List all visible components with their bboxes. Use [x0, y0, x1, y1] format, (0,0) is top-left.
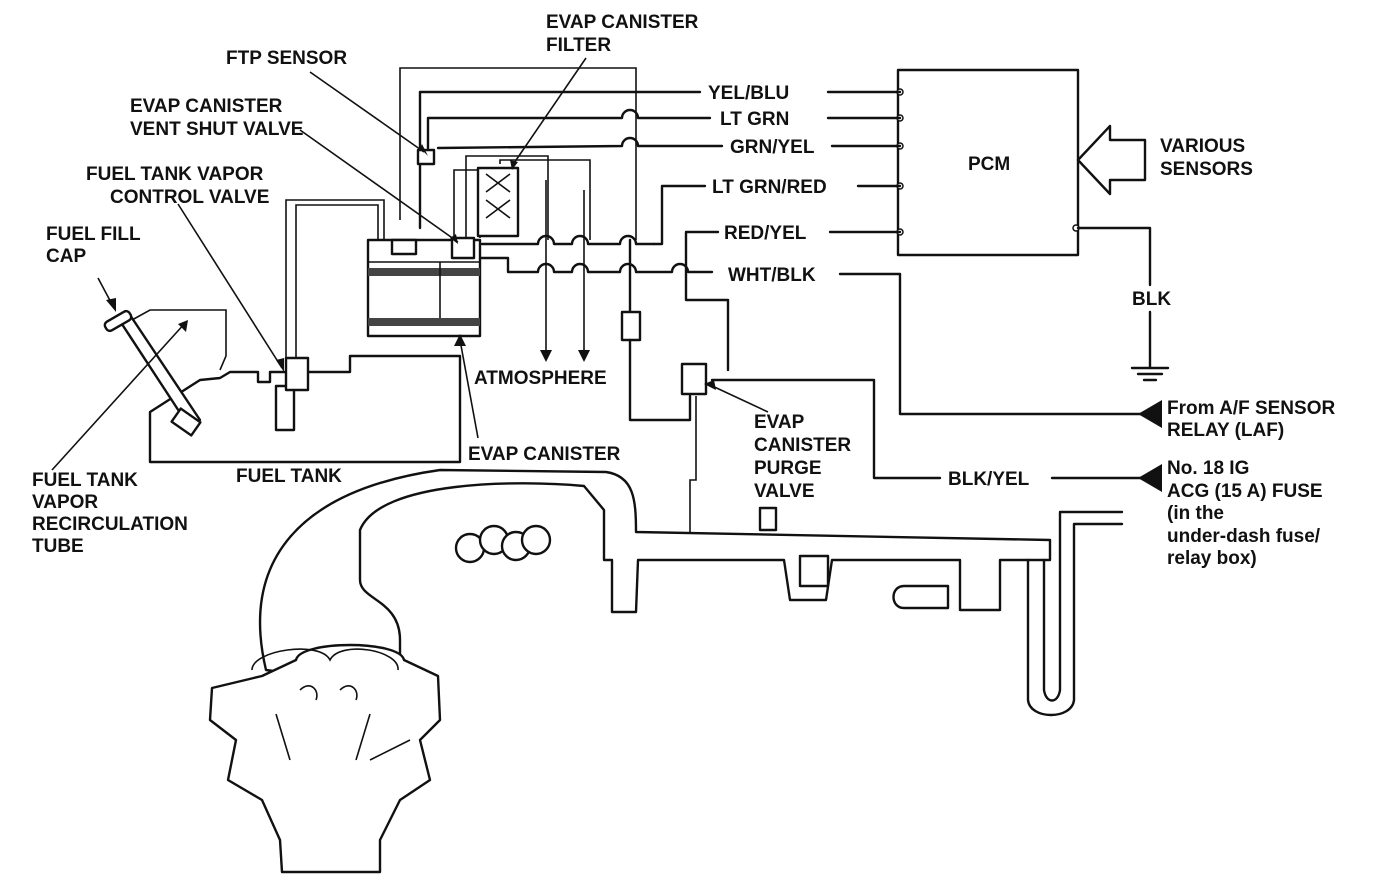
af-relay-label-1: From A/F SENSOR — [1167, 398, 1335, 419]
vapor-control-valve-label-2: CONTROL VALVE — [110, 187, 269, 208]
purge-valve-label-3: PURGE — [754, 458, 822, 479]
fuel-fill-cap-label-2: CAP — [46, 246, 86, 267]
various-sensors-arrow-icon — [1076, 124, 1147, 196]
wire-label-blk-yel: BLK/YEL — [948, 469, 1030, 490]
purge-valve-label-4: VALVE — [754, 481, 815, 502]
blk-wire-label: BLK — [1132, 289, 1171, 310]
canister-filter-icon — [476, 166, 520, 238]
wire-label-red-yel: RED/YEL — [724, 223, 807, 244]
wire-harness — [399, 67, 1142, 535]
af-relay-label-2: RELAY (LAF) — [1167, 420, 1284, 441]
vapor-control-valve-label-1: FUEL TANK VAPOR — [86, 164, 264, 185]
purge-valve-label-2: CANISTER — [754, 435, 851, 456]
fuel-tank-label: FUEL TANK — [236, 466, 342, 487]
wire-label-yel-blu: YEL/BLU — [708, 83, 789, 104]
recirc-tube-label-2: VAPOR — [32, 492, 98, 513]
vent-shut-valve-label-1: EVAP CANISTER — [130, 96, 283, 117]
fuel-fill-cap-label-1: FUEL FILL — [46, 224, 141, 245]
evap-canister — [366, 236, 482, 338]
fuse-label-3: (in the — [1167, 503, 1224, 524]
pcm-label: PCM — [968, 154, 1010, 175]
fuse-arrow-icon — [1138, 464, 1162, 492]
atmosphere-label: ATMOSPHERE — [474, 368, 607, 389]
fuse-label-5: relay box) — [1167, 548, 1257, 569]
fuel-tank — [103, 199, 462, 464]
fuse-label-4: under-dash fuse/ — [1167, 526, 1321, 547]
wire-label-wht-blk: WHT/BLK — [728, 265, 816, 286]
leader-lines — [51, 57, 769, 471]
various-sensors-label-1: VARIOUS — [1160, 136, 1245, 157]
canister-filter-label-1: EVAP CANISTER — [546, 12, 699, 33]
canister-filter-label-2: FILTER — [546, 35, 611, 56]
ftp-sensor-label: FTP SENSOR — [226, 48, 347, 69]
evap-canister-label: EVAP CANISTER — [468, 444, 621, 465]
purge-valve-icon — [680, 362, 708, 396]
ground-wire — [1076, 226, 1170, 382]
recirc-tube-label-3: RECIRCULATION — [32, 514, 188, 535]
engine-block — [208, 643, 442, 874]
wire-label-grn-yel: GRN/YEL — [730, 137, 815, 158]
af-relay-arrow-icon — [1138, 400, 1162, 428]
wire-label-lt-grn: LT GRN — [720, 109, 789, 130]
recirc-tube-label-1: FUEL TANK — [32, 470, 138, 491]
vapor-control-valve-icon — [284, 356, 310, 392]
recirc-tube-label-4: TUBE — [32, 536, 84, 557]
purge-valve-label-1: EVAP — [754, 412, 805, 433]
fuse-label-1: No. 18 IG — [1167, 458, 1249, 479]
various-sensors-label-2: SENSORS — [1160, 159, 1253, 180]
fuel-fill-cap-icon — [103, 309, 133, 333]
wire-label-lt-grn-red: LT GRN/RED — [712, 177, 827, 198]
vent-shut-valve-label-2: VENT SHUT VALVE — [130, 119, 303, 140]
pcm-unit: PCM — [896, 68, 1080, 257]
ftp-sensor-icon — [416, 148, 436, 166]
fuse-label-2: ACG (15 A) FUSE — [1167, 481, 1323, 502]
